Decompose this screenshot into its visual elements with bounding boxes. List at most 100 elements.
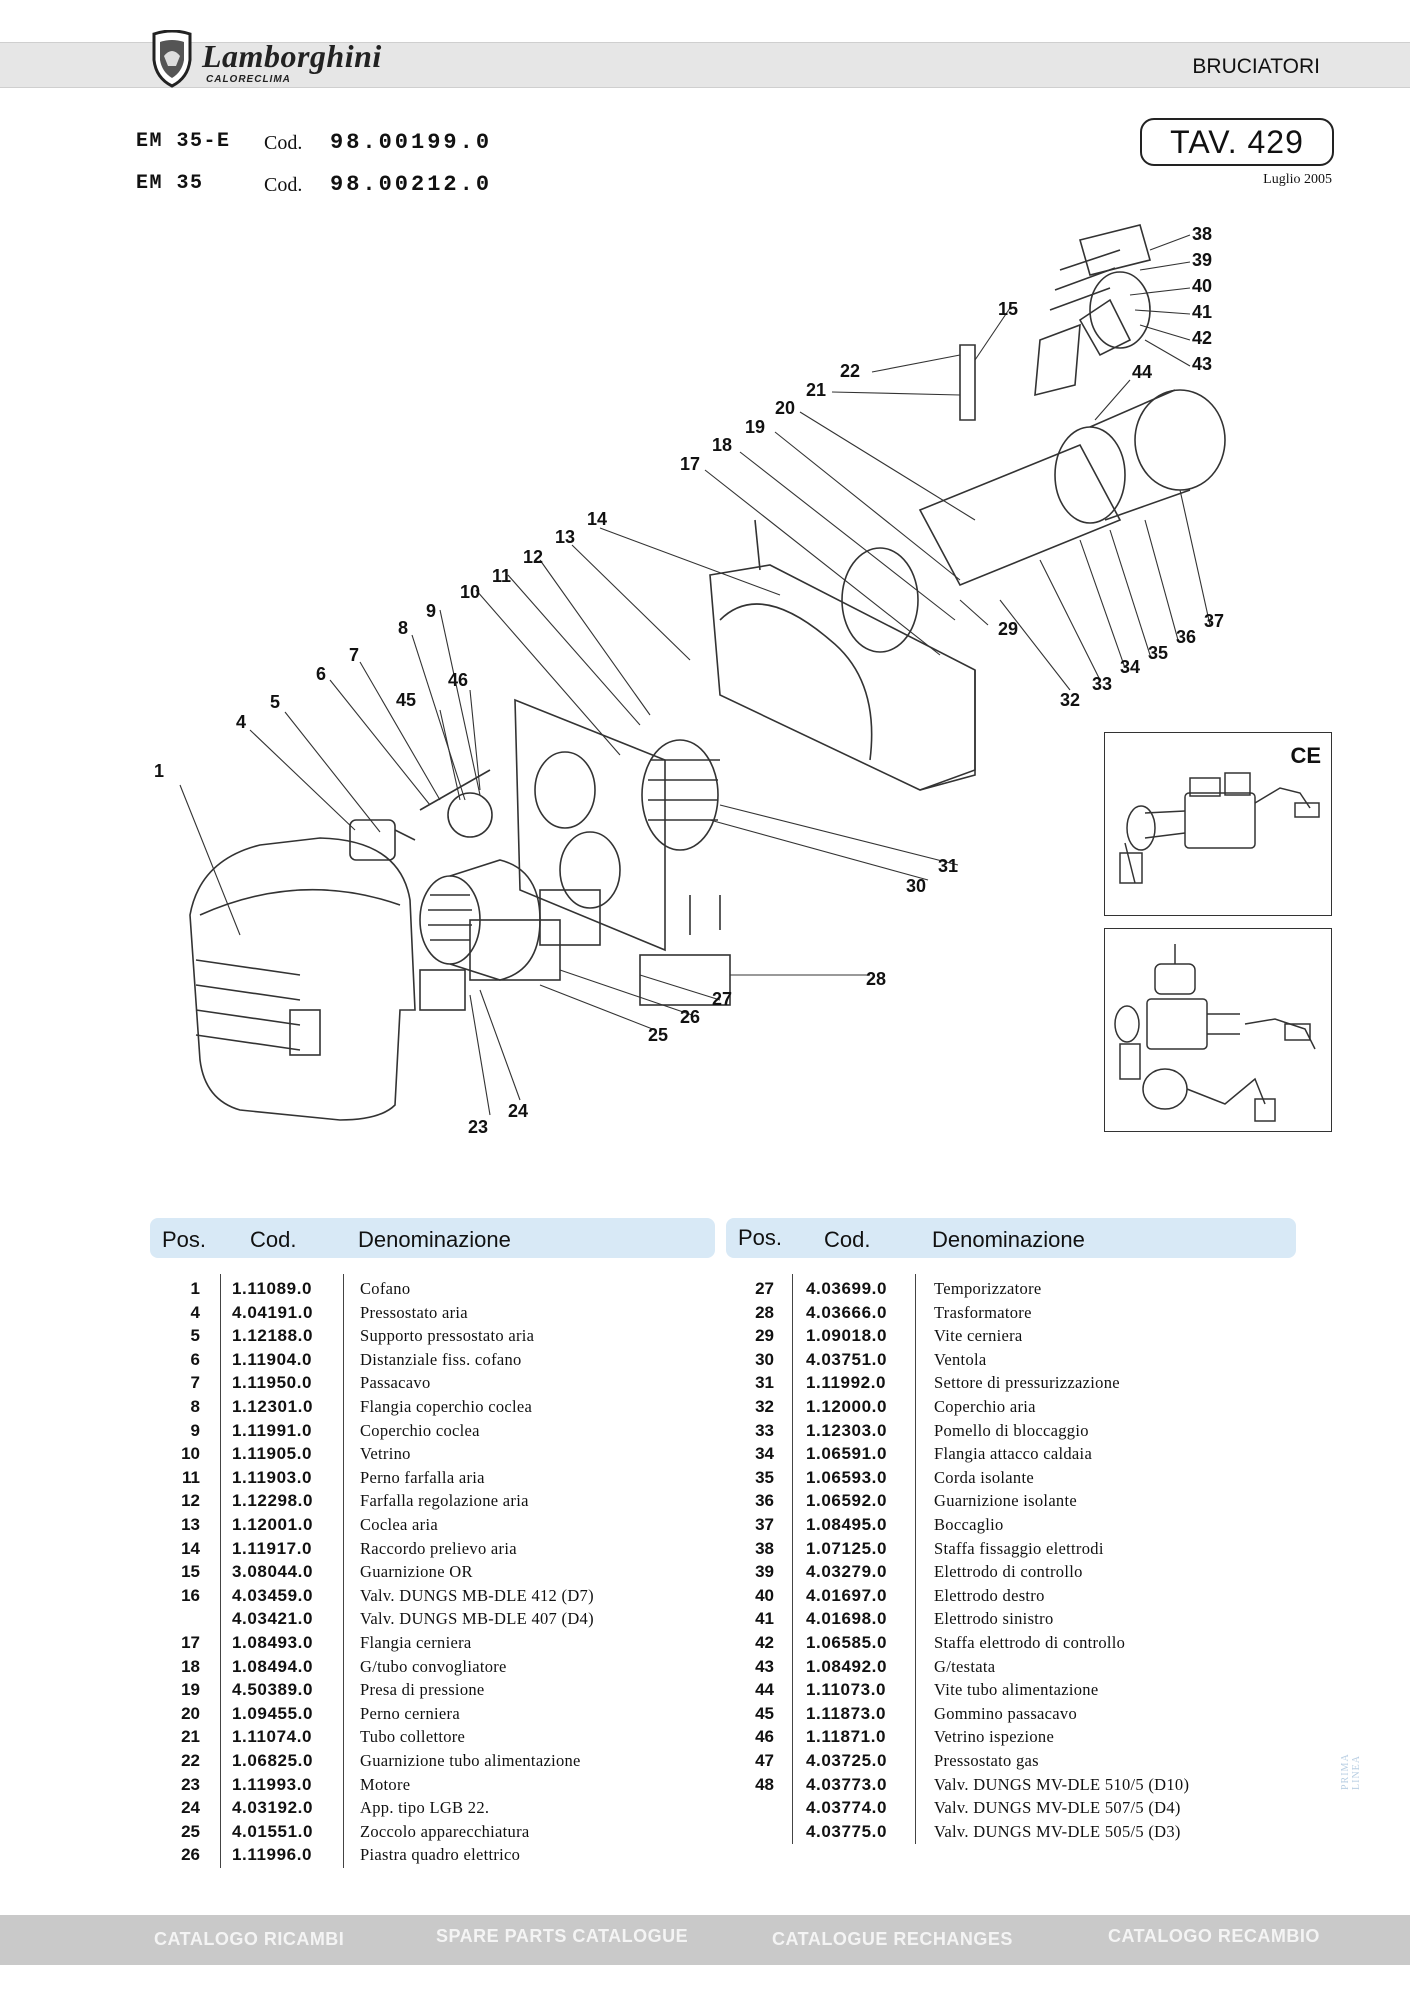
- part-description: Guarnizione isolante: [934, 1491, 1077, 1511]
- part-code: 1.11073.0: [806, 1680, 887, 1700]
- part-description: Tubo collettore: [360, 1727, 466, 1747]
- part-position: 46: [755, 1727, 774, 1747]
- callout-24: 24: [508, 1101, 528, 1121]
- footer-bar: CATALOGO RICAMBI SPARE PARTS CATALOGUE C…: [0, 1915, 1410, 1965]
- part-code: 1.09018.0: [806, 1326, 888, 1346]
- part-position: 18: [181, 1656, 200, 1676]
- callout-43: 43: [1192, 354, 1212, 374]
- callout-13: 13: [555, 527, 575, 547]
- callout-22: 22: [840, 361, 860, 381]
- part-description: Distanziale fiss. cofano: [360, 1349, 522, 1369]
- part-description: Presa di pressione: [360, 1680, 485, 1700]
- callout-32: 32: [1060, 690, 1080, 710]
- part-description: Perno cerniera: [360, 1703, 460, 1723]
- part-description: Valv. DUNGS MV-DLE 510/5 (D10): [934, 1774, 1190, 1794]
- part-position: 9: [190, 1420, 200, 1440]
- callout-18: 18: [712, 435, 732, 455]
- part-code: 4.03279.0: [806, 1562, 888, 1582]
- part-position: 45: [755, 1703, 774, 1723]
- callout-14: 14: [587, 509, 607, 529]
- part-position: 27: [755, 1279, 774, 1298]
- part-description: Guarnizione OR: [360, 1562, 473, 1582]
- part-position: 15: [181, 1562, 200, 1582]
- part-description: Passacavo: [360, 1373, 431, 1393]
- part-position: 19: [181, 1680, 200, 1700]
- table-number: TAV. 429: [1140, 118, 1334, 166]
- part-code: 1.09455.0: [232, 1703, 314, 1723]
- part-position: 31: [755, 1373, 774, 1393]
- header-cod: Cod.: [824, 1227, 871, 1252]
- header-denominazione: Denominazione: [932, 1227, 1085, 1252]
- part-position: 44: [755, 1680, 774, 1700]
- part-code: 1.11903.0: [232, 1467, 313, 1487]
- part-description: G/testata: [934, 1656, 996, 1676]
- callout-25: 25: [648, 1025, 668, 1045]
- callout-17: 17: [680, 454, 700, 474]
- part-position: 36: [755, 1491, 774, 1511]
- part-code: 1.08493.0: [232, 1633, 314, 1652]
- part-description: Cofano: [360, 1279, 411, 1298]
- callout-8: 8: [398, 618, 408, 638]
- part-description: Valv. DUNGS MV-DLE 505/5 (D3): [934, 1821, 1181, 1841]
- part-description: Boccaglio: [934, 1515, 1004, 1534]
- part-code: 4.03699.0: [806, 1279, 888, 1298]
- part-description: Staffa fissaggio elettrodi: [934, 1538, 1104, 1558]
- pressure-switch-shape: [349, 819, 396, 861]
- part-code: 1.08495.0: [806, 1515, 888, 1534]
- part-code: 1.11993.0: [232, 1774, 313, 1794]
- cod-label: Cod.: [264, 174, 303, 196]
- part-code: 1.12303.0: [806, 1420, 888, 1440]
- part-code: 1.08492.0: [806, 1656, 888, 1676]
- part-description: Flangia cerniera: [360, 1633, 472, 1652]
- fan-wheel-shape: [641, 739, 719, 851]
- part-description: Farfalla regolazione aria: [360, 1491, 529, 1511]
- part-description: Vite cerniera: [934, 1326, 1023, 1346]
- callout-45: 45: [396, 690, 416, 710]
- part-position: 29: [755, 1326, 774, 1346]
- part-position: 12: [181, 1491, 200, 1511]
- part-description: Corda isolante: [934, 1467, 1034, 1487]
- inset-ce-valve: CE: [1104, 732, 1332, 916]
- part-code: 1.11992.0: [806, 1373, 887, 1393]
- callout-29: 29: [998, 619, 1018, 639]
- part-code: 1.11871.0: [806, 1727, 887, 1747]
- part-description: Vetrino ispezione: [934, 1727, 1055, 1747]
- part-description: Flangia coperchio coclea: [360, 1397, 533, 1416]
- callout-30: 30: [906, 876, 926, 896]
- callout-28: 28: [866, 969, 886, 989]
- part-position: 25: [181, 1821, 200, 1841]
- callout-15: 15: [998, 299, 1018, 319]
- footer-catalogo-recambio: CATALOGO RECAMBIO: [1108, 1926, 1320, 1946]
- part-code: 1.12188.0: [232, 1326, 314, 1346]
- model-name: EM 35-E: [136, 130, 231, 153]
- part-code: 1.06585.0: [806, 1633, 888, 1652]
- part-code: 4.03751.0: [806, 1349, 888, 1369]
- callout-23: 23: [468, 1117, 488, 1137]
- part-code: 4.03774.0: [806, 1798, 888, 1818]
- header-pos: Pos.: [738, 1225, 783, 1250]
- part-description: Vetrino: [360, 1444, 411, 1464]
- part-description: Coperchio aria: [934, 1397, 1036, 1416]
- part-code: 1.06591.0: [806, 1444, 888, 1464]
- exploded-diagram: 1 4 5 6 7 8 9 10 11 12 13 14 15 16 17 18…: [154, 224, 1288, 1137]
- callout-37: 37: [1204, 611, 1224, 631]
